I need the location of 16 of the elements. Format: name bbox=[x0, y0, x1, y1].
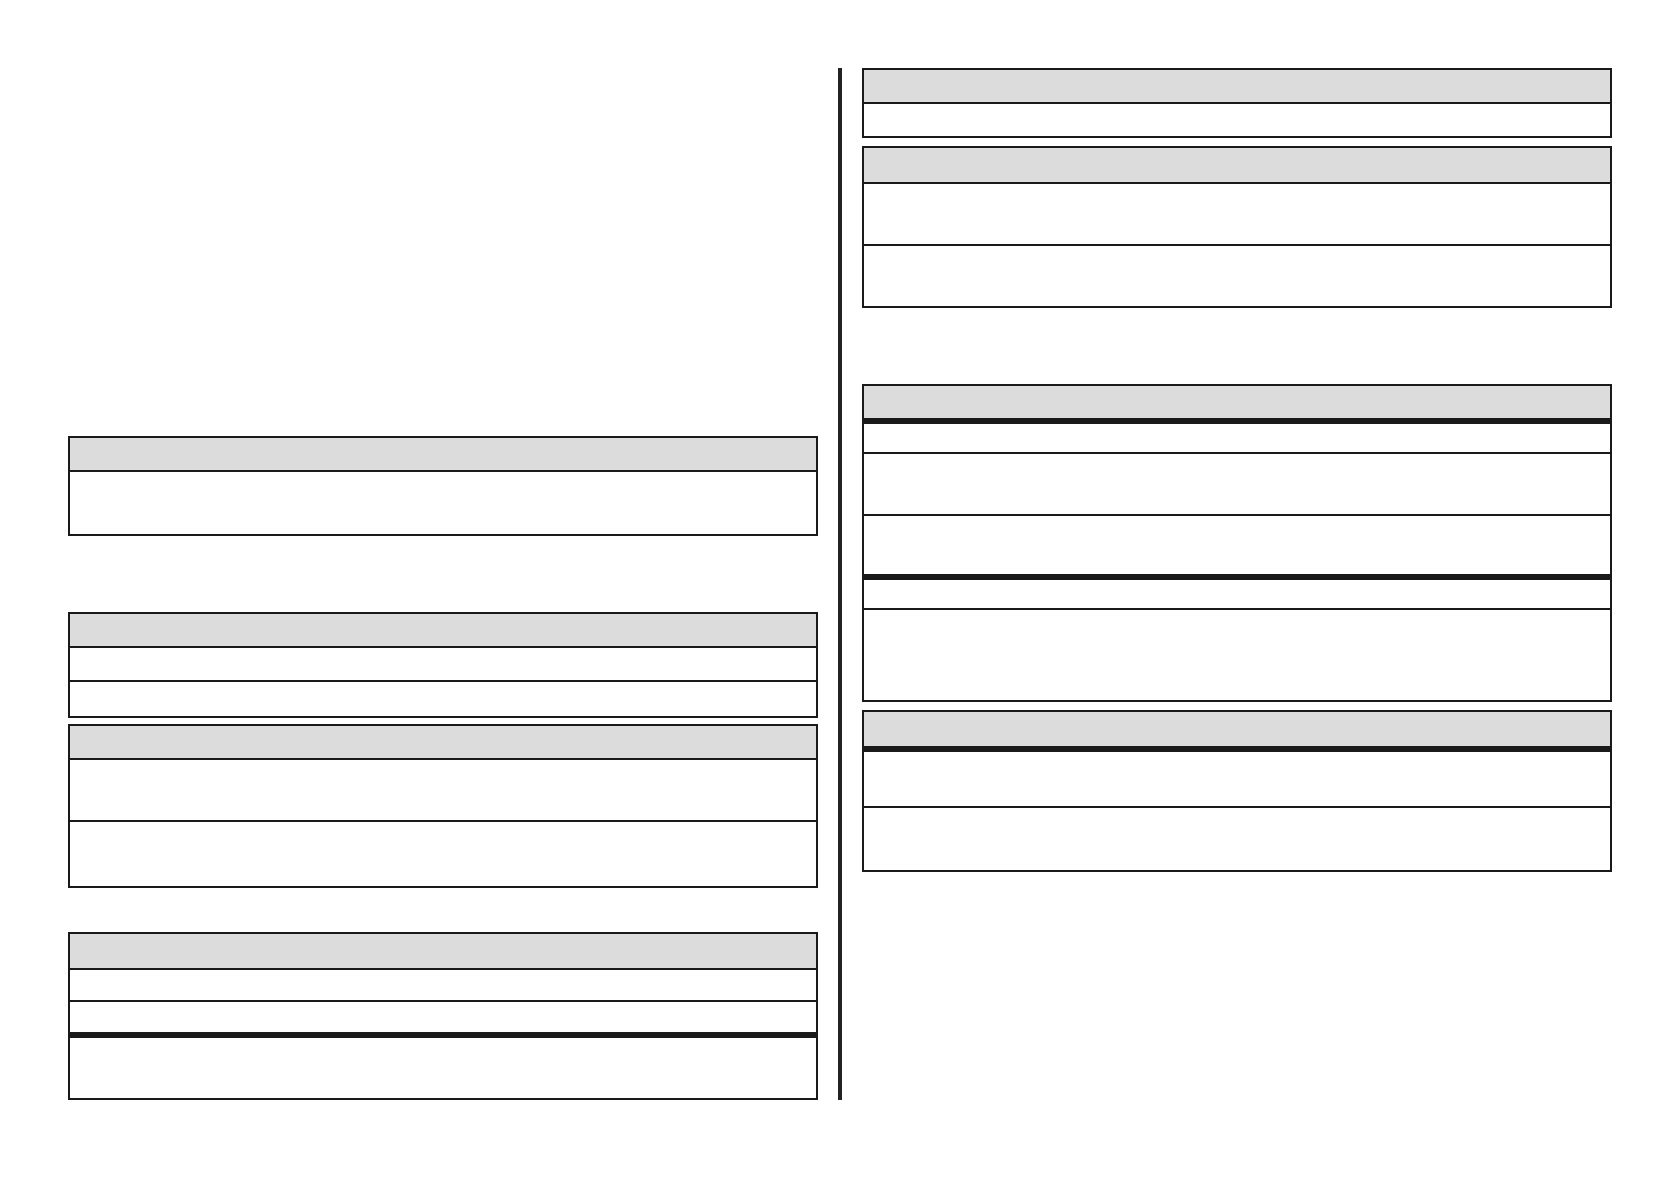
table bbox=[68, 436, 818, 536]
table bbox=[68, 932, 818, 1100]
table-header-bar bbox=[70, 726, 816, 758]
table-header-bar bbox=[864, 148, 1610, 182]
table bbox=[68, 612, 818, 718]
table bbox=[862, 146, 1612, 308]
table bbox=[68, 724, 818, 888]
table-header-bar bbox=[864, 70, 1610, 102]
table bbox=[862, 710, 1612, 872]
table-header-bar bbox=[70, 438, 816, 470]
table bbox=[862, 384, 1612, 702]
table-header-bar bbox=[70, 614, 816, 646]
table bbox=[862, 68, 1612, 138]
table-header-bar bbox=[864, 386, 1610, 418]
table-header-bar bbox=[70, 934, 816, 968]
table-header-bar bbox=[864, 712, 1610, 746]
